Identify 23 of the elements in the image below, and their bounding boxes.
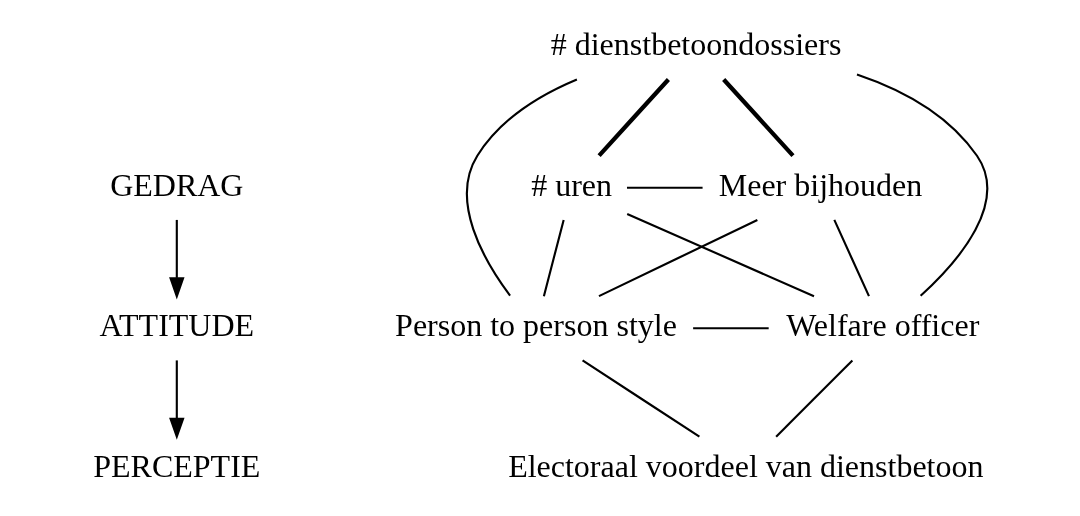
connector [626, 213, 815, 298]
connector [597, 78, 670, 158]
node-text: # uren [531, 166, 612, 203]
node-text: Meer bijhouden [718, 166, 923, 203]
connector [542, 219, 565, 297]
arrow [169, 219, 185, 300]
connector [598, 218, 758, 298]
node-text: # dienstbetoondossiers [550, 26, 842, 63]
connector [856, 73, 989, 297]
node-text: Electoraal voordeel van dienstbetoon [508, 447, 984, 484]
connector [833, 219, 870, 297]
node-text: PERCEPTIE [93, 447, 261, 484]
arrow [169, 360, 185, 440]
connector [627, 186, 703, 189]
connector [693, 327, 769, 330]
node-text: Person to person style [395, 307, 677, 344]
connector [465, 78, 578, 297]
connector [722, 78, 795, 158]
node-text: ATTITUDE [99, 307, 255, 344]
connector [582, 359, 700, 438]
node-text: Welfare officer [786, 307, 980, 344]
connector [775, 359, 854, 438]
node-text: GEDRAG [110, 166, 244, 203]
